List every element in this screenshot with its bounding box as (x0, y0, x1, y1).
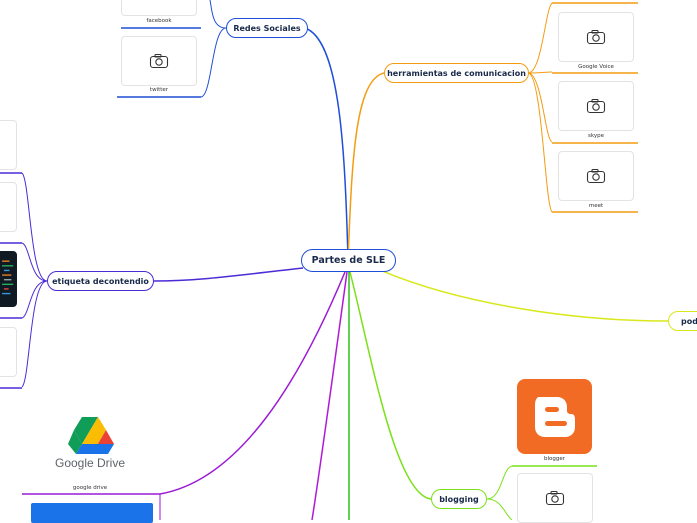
edge-e2 (21, 242, 48, 282)
node-etiqueta-decontendio[interactable]: etiqueta decontendio (47, 271, 154, 291)
edge-blogging (349, 271, 432, 500)
edge-blogger (486, 465, 513, 500)
edge-e1 (21, 172, 48, 282)
node-herramientas-de-comunicacion[interactable]: herramientas de comunicacion (384, 63, 529, 83)
edge-magenta-1 (311, 271, 348, 520)
node-blogging[interactable]: blogging (431, 489, 487, 509)
card-etiqueta-1[interactable] (0, 120, 17, 170)
node-label: herramientas de comunicacion (387, 68, 526, 78)
edge-e3 (21, 280, 48, 319)
edge-h2 (527, 71, 553, 74)
code-screenshot-icon (2, 260, 14, 295)
edge-e4 (21, 280, 48, 388)
caption-blogger: blogger (543, 456, 565, 462)
card-etiqueta-2[interactable] (0, 182, 17, 232)
card-skype[interactable] (558, 81, 634, 131)
caption-google-voice: Google Voice (578, 64, 614, 70)
google-drive-logo-icon (68, 417, 114, 454)
node-label: blogging (439, 494, 479, 504)
camera-icon (586, 29, 606, 45)
card-etiqueta-code-screenshot[interactable] (0, 251, 17, 307)
card-blogging-2[interactable] (517, 473, 593, 523)
camera-icon (545, 490, 565, 506)
edge-twitter (200, 27, 227, 98)
caption-twitter: twitter (149, 87, 169, 93)
caption-facebook: facebook (146, 18, 172, 24)
edge-etiqueta (153, 267, 304, 282)
central-node[interactable]: Partes de SLE (301, 249, 396, 272)
camera-icon (149, 53, 169, 69)
caption-meet: meet (588, 203, 604, 209)
edge-herramientas (347, 72, 385, 261)
card-etiqueta-4[interactable] (0, 327, 17, 377)
card-facebook[interactable] (121, 0, 197, 16)
edge-b2 (486, 498, 513, 520)
node-podcast[interactable]: pode (668, 311, 697, 331)
edge-h3 (527, 72, 553, 143)
edge-h4 (527, 72, 553, 213)
caption-skype: skype (588, 133, 604, 139)
edge-magenta-2 (159, 271, 346, 495)
node-label: Redes Sociales (233, 23, 301, 33)
edge-h1 (527, 2, 553, 74)
edge-redes-sociales (304, 27, 349, 261)
edge-facebook (209, 0, 227, 29)
node-redes-sociales[interactable]: Redes Sociales (226, 18, 308, 38)
google-drive-logo-text: Google Drive (54, 456, 126, 470)
camera-icon (586, 168, 606, 184)
node-label: etiqueta decontendio (52, 276, 149, 286)
caption-google-drive: google drive (72, 485, 108, 491)
card-google-voice[interactable] (558, 12, 634, 62)
central-node-label: Partes de SLE (311, 255, 386, 266)
card-google-drive-image[interactable] (31, 503, 153, 523)
edge-podcast (379, 269, 669, 322)
card-meet[interactable] (558, 151, 634, 201)
node-label: pode (681, 316, 697, 326)
card-twitter[interactable] (121, 36, 197, 86)
blogger-logo-icon[interactable] (517, 379, 592, 454)
camera-icon (586, 98, 606, 114)
